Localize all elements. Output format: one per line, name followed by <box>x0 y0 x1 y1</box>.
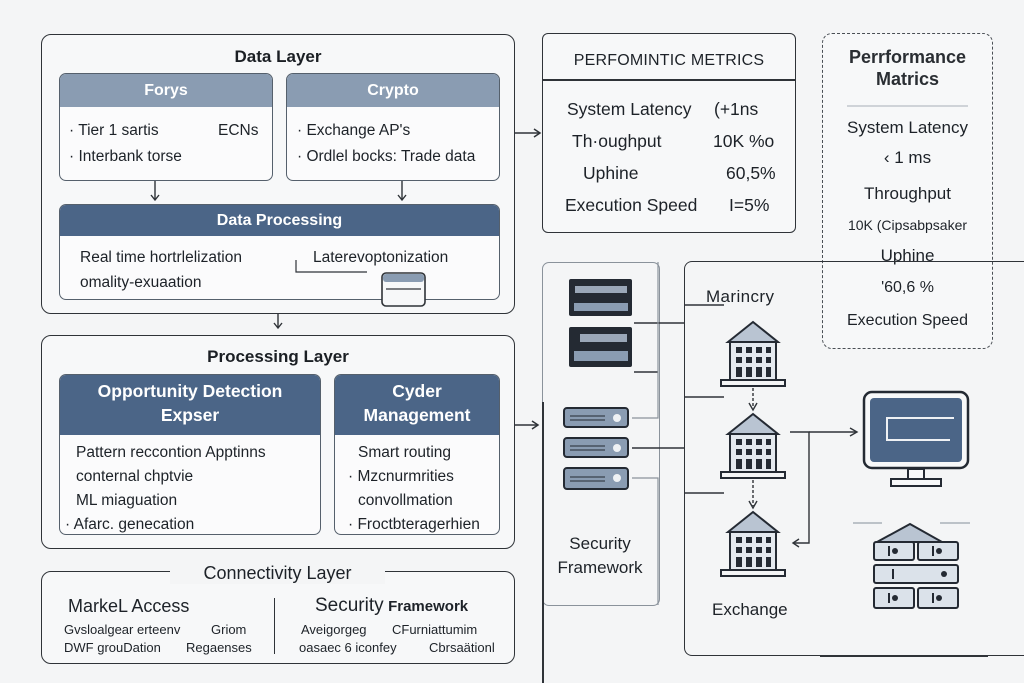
performance-item: System Latency <box>847 118 968 137</box>
opportunity-item: conternal chptvie <box>76 468 194 485</box>
connectivity-layer-panel <box>41 571 515 664</box>
server-unit-icon[interactable] <box>563 467 631 491</box>
performance-title-line: Matrics <box>875 69 940 89</box>
market-access-item: Regaenses <box>186 640 252 655</box>
opportunity-item: Pattern reccontion Apptinns <box>76 444 266 461</box>
forys-item: · Tier 1 sartis <box>69 122 159 139</box>
security-column-label: Security Framework <box>545 532 655 580</box>
forys-header: Forys <box>60 74 272 107</box>
market-access-title: MarkeL Access <box>68 596 190 616</box>
security-label-line: Framework <box>557 558 643 577</box>
order-item: · Froctbteragerhien <box>348 516 480 533</box>
data-layer-title: Data Layer <box>234 47 322 66</box>
performance-title-line: Perrformance <box>848 47 967 67</box>
forys-side-label: ECNs <box>218 122 259 139</box>
market-access-item: Griom <box>211 622 247 637</box>
exchange-building-icon[interactable] <box>720 412 786 480</box>
data-processing-line: Real time hortrlelization <box>80 249 242 266</box>
opportunity-item: ML miaguation <box>76 492 178 509</box>
data-layer-to-metrics-arrow <box>515 128 542 138</box>
forys-item: · Interbank torse <box>69 148 182 165</box>
crypto-to-processing-arrow <box>397 181 407 202</box>
building-connectors <box>684 304 859 548</box>
performance-item: Throughput <box>864 184 951 203</box>
metric-value: 60,5% <box>726 163 776 183</box>
performance-title-divider <box>847 105 968 107</box>
connectivity-layer-title: Connectivity Layer <box>170 563 385 584</box>
metric-label: Uphine <box>583 163 639 183</box>
processing-layer-title: Processing Layer <box>207 347 349 366</box>
metric-label: Execution Speed <box>565 195 698 215</box>
order-item: Smart routing <box>358 444 452 461</box>
metrics-box-title: PERFOMINTIC METRICS <box>573 52 765 69</box>
performance-item: '60,6 % <box>881 279 934 296</box>
data-processing-right-line: Laterevoptonization <box>313 249 449 266</box>
metrics-box: PERFOMINTIC METRICS System Latency (+1ns… <box>542 33 796 233</box>
processing-to-security-arrow <box>515 420 540 430</box>
exchange-column-top-label: Marincry <box>706 287 775 306</box>
opportunity-detection-card[interactable]: Opportunity Detection Expser Pattern rec… <box>59 374 321 535</box>
opportunity-title-line: Expser <box>160 405 220 425</box>
server-rack-icon[interactable] <box>568 278 634 318</box>
security-item: Cbrsaätionl <box>429 640 495 655</box>
metric-value: 10K %o <box>713 131 775 151</box>
server-connectors <box>632 262 684 605</box>
bracket-connector <box>295 260 367 273</box>
order-title-line: Cyder <box>392 381 442 401</box>
crypto-item: · Ordlel bocks: Trade data <box>297 148 476 165</box>
metric-label: Th·oughput <box>572 131 662 151</box>
performance-panel: Perrformance Matrics System Latency ‹ 1 … <box>822 33 993 349</box>
metric-value: (+1ns <box>714 99 759 119</box>
crypto-header: Crypto <box>287 74 499 107</box>
metric-label: System Latency <box>567 99 692 119</box>
crypto-item: · Exchange AP's <box>297 122 411 139</box>
server-rack-icon[interactable] <box>568 326 634 368</box>
exchange-column-bottom-label: Exchange <box>712 600 788 619</box>
market-access-item: Gvsloalgear erteenv <box>64 622 181 637</box>
opportunity-item: · Afarc. genecation <box>65 516 195 533</box>
crypto-card[interactable]: Crypto · Exchange AP's · Ordlel bocks: T… <box>286 73 500 181</box>
performance-item: ‹ 1 ms <box>883 148 932 167</box>
order-item: convollmation <box>358 492 453 509</box>
performance-item: Uphine <box>880 246 935 265</box>
forys-card[interactable]: Forys · Tier 1 sartis ECNs · Interbank t… <box>59 73 273 181</box>
security-label-line: Security <box>569 534 631 553</box>
opportunity-detection-header: Opportunity Detection Expser <box>60 375 320 435</box>
security-item: Aveigorgeg <box>301 622 367 637</box>
security-title-small: Framework <box>388 598 469 615</box>
order-management-header: Cyder Management <box>335 375 499 435</box>
server-unit-icon[interactable] <box>563 407 631 429</box>
data-processing-line: omality-exuaation <box>80 274 202 291</box>
performance-item: 10K (Cipsabpsaker <box>847 217 968 233</box>
opportunity-title-line: Opportunity Detection <box>97 381 283 401</box>
metrics-title-divider <box>543 79 795 81</box>
data-center-icon[interactable] <box>852 520 972 616</box>
market-access-item: DWF grouDation <box>64 640 161 655</box>
security-item: oasaec 6 iconfey <box>299 640 397 655</box>
forys-to-processing-arrow <box>150 181 160 202</box>
performance-title: Perrformance Matrics <box>823 46 992 90</box>
data-processing-header: Data Processing <box>60 205 499 236</box>
connectivity-divider <box>274 598 276 654</box>
server-unit-icon[interactable] <box>563 437 631 459</box>
data-to-processing-arrow <box>273 314 283 330</box>
trading-terminal-monitor-icon[interactable] <box>862 390 974 490</box>
order-title-line: Management <box>363 405 471 425</box>
security-column-left-line <box>542 402 544 683</box>
exchange-building-icon[interactable] <box>720 510 786 578</box>
security-title-big: Security <box>315 595 384 616</box>
metric-value: I=5% <box>729 195 770 215</box>
exchange-building-icon[interactable] <box>720 320 786 388</box>
order-management-card[interactable]: Cyder Management Smart routing · Mzcnurm… <box>334 374 500 535</box>
order-item: · Mzcnurmrities <box>348 468 454 485</box>
bottom-right-baseline <box>820 655 988 657</box>
data-processing-card[interactable]: Data Processing Real time hortrlelizatio… <box>59 204 500 300</box>
performance-item: Execution Speed <box>847 312 968 329</box>
storage-drive-icon[interactable] <box>381 272 427 308</box>
security-item: CFurniattumim <box>392 622 478 637</box>
security-framework-title: Security Framework <box>315 595 468 617</box>
